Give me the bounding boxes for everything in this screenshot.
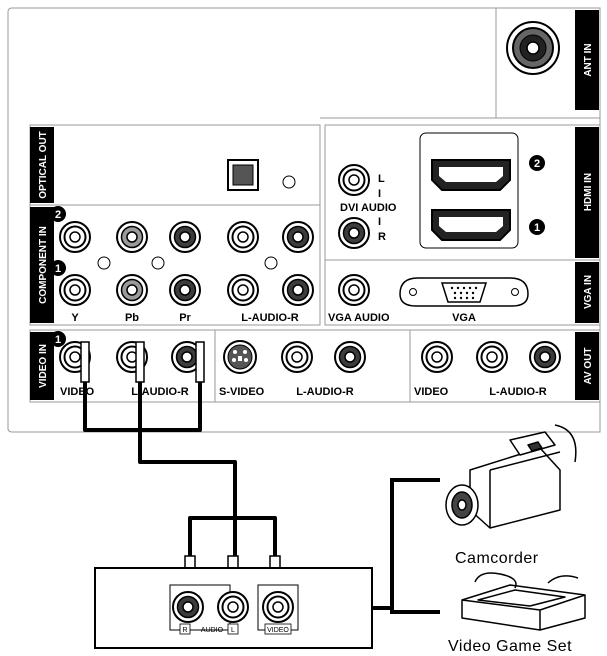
- camcorder-icon: [445, 424, 577, 529]
- optical-out-port[interactable]: [227, 159, 296, 191]
- svg-text:VIDEO: VIDEO: [267, 627, 289, 634]
- vga-in-tab: [575, 262, 599, 323]
- component-1-pb-jack[interactable]: [116, 274, 148, 306]
- av-out-audio-l-jack[interactable]: [476, 341, 508, 373]
- game-console-icon: [461, 572, 586, 631]
- vga-port[interactable]: [399, 277, 529, 307]
- ant-in-tab: [575, 10, 599, 110]
- svg-text:1: 1: [55, 334, 61, 346]
- camcorder-label: Camcorder: [455, 550, 539, 567]
- optical-out-tab: [30, 127, 54, 203]
- dvi-audio-label: DVI AUDIO: [340, 202, 397, 214]
- cable-plug-audio-l: [135, 341, 145, 383]
- hdmi-in-tab: [575, 127, 599, 258]
- av-out-video-jack[interactable]: [421, 341, 453, 373]
- svg-text:R: R: [182, 627, 187, 634]
- hdmi-2-port[interactable]: [431, 159, 511, 191]
- ant-in-label: ANT IN: [583, 43, 594, 76]
- hdmi-1-port[interactable]: [431, 209, 511, 241]
- component-2-pr-jack[interactable]: [169, 221, 201, 253]
- svg-text:AUDIO: AUDIO: [201, 627, 224, 634]
- video-in-audio-label: L-AUDIO-R: [131, 386, 188, 398]
- svg-text:1: 1: [534, 222, 540, 234]
- video-in-video-label: VIDEO: [60, 386, 95, 398]
- svideo-audio-r-jack[interactable]: [334, 341, 366, 373]
- component-2-pb-jack[interactable]: [116, 221, 148, 253]
- av-out-tab: [575, 332, 599, 400]
- dvi-audio-l-label: L: [378, 173, 385, 185]
- dvi-audio-divider: I: [378, 188, 381, 200]
- hdmi-badge-2: 2: [529, 155, 545, 171]
- dvi-audio-divider: I: [378, 216, 381, 228]
- component-pr-label: Pr: [179, 312, 191, 324]
- ant-in-connector[interactable]: [506, 21, 560, 75]
- component-in-label: COMPONENT IN: [38, 226, 49, 304]
- svg-text:1: 1: [55, 263, 61, 275]
- av-cable: [83, 382, 277, 560]
- component-2-audio-r-jack[interactable]: [282, 221, 314, 253]
- svideo-audio-l-jack[interactable]: [281, 341, 313, 373]
- video-in-tab: [30, 332, 54, 400]
- dvi-audio-r-jack[interactable]: [338, 217, 370, 249]
- component-audio-label: L-AUDIO-R: [241, 312, 298, 324]
- svg-text:L: L: [231, 627, 235, 634]
- cable-plug-video: [80, 341, 90, 383]
- component-screw: [97, 256, 111, 270]
- device-audio-l-jack[interactable]: [217, 591, 249, 623]
- av-out-label: AV OUT: [583, 347, 594, 384]
- video-in-label: VIDEO IN: [38, 344, 49, 388]
- svideo-label: S-VIDEO: [219, 386, 265, 398]
- device-jack-labels: R AUDIO L VIDEO: [179, 623, 292, 635]
- hdmi-in-label: HDMI IN: [583, 173, 594, 211]
- svg-text:2: 2: [534, 158, 540, 170]
- vga-in-label: VGA IN: [583, 275, 594, 309]
- video-in-badge-1: 1: [50, 331, 66, 347]
- component-badge-2: 2: [50, 206, 66, 222]
- vga-label: VGA: [452, 312, 476, 324]
- game-console-label: Video Game Set: [448, 638, 572, 655]
- component-y-label: Y: [71, 312, 79, 324]
- component-1-audio-l-jack[interactable]: [227, 274, 259, 306]
- svg-text:2: 2: [55, 209, 61, 221]
- av-out-video-label: VIDEO: [414, 386, 449, 398]
- av-out-audio-r-jack[interactable]: [529, 341, 561, 373]
- device-video-jack[interactable]: [262, 591, 294, 623]
- device-bracket: [372, 478, 440, 614]
- component-pb-label: Pb: [125, 312, 139, 324]
- svideo-audio-label: L-AUDIO-R: [296, 386, 353, 398]
- component-screw: [151, 256, 165, 270]
- ant-in-section: [320, 8, 600, 119]
- component-1-y-jack[interactable]: [59, 274, 91, 306]
- component-2-audio-l-jack[interactable]: [227, 221, 259, 253]
- cable-plug-audio-r: [195, 341, 205, 383]
- component-1-audio-r-jack[interactable]: [282, 274, 314, 306]
- dvi-audio-r-label: R: [378, 231, 386, 243]
- component-screw: [264, 256, 278, 270]
- hdmi-badge-1: 1: [529, 219, 545, 235]
- device-audio-r-jack[interactable]: [172, 591, 204, 623]
- component-1-pr-jack[interactable]: [169, 274, 201, 306]
- av-out-audio-label: L-AUDIO-R: [489, 386, 546, 398]
- component-in-tab: [30, 207, 54, 323]
- dvi-audio-l-jack[interactable]: [338, 164, 370, 196]
- component-2-y-jack[interactable]: [59, 221, 91, 253]
- vga-audio-label: VGA AUDIO: [328, 312, 390, 324]
- optical-out-label: OPTICAL OUT: [38, 131, 49, 199]
- vga-audio-jack[interactable]: [338, 274, 370, 306]
- svideo-jack[interactable]: [223, 340, 257, 374]
- component-badge-1: 1: [50, 260, 66, 276]
